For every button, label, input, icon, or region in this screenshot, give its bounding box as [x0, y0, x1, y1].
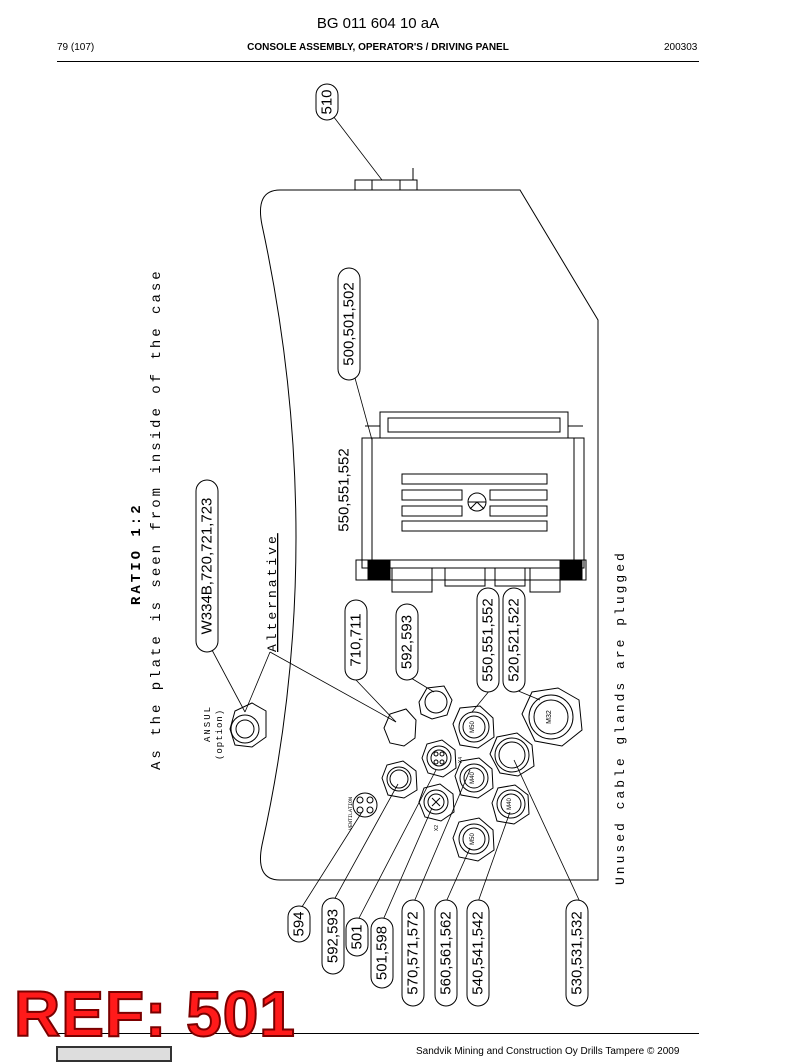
gland-label-m50a: M50: [470, 721, 476, 733]
gland-710: [383, 708, 417, 747]
footer-rule: [57, 1033, 699, 1034]
ansul-label: ANSUL: [203, 705, 213, 742]
unused-note: Unused cable glands are plugged: [613, 550, 628, 885]
alternative-note: Alternative: [265, 533, 280, 652]
callout-710: [344, 599, 368, 681]
gland-plug-large: [489, 732, 535, 777]
callout-w334b: [195, 479, 219, 653]
callouts: 510 500,501,502 550,551,552 W334B,720,72…: [195, 83, 589, 1007]
gland-label-m40a: M40: [470, 772, 476, 784]
callout-540: [466, 899, 490, 1007]
callout-520-text: 520,521,522: [506, 598, 523, 681]
callout-500: [337, 267, 361, 381]
ratio-note: RATIO 1:2: [129, 502, 145, 605]
callout-501-598-text: 501,598: [374, 926, 391, 980]
callout-530: [565, 899, 589, 1007]
gland-label-m40b: M40: [507, 798, 513, 810]
gland-m40-mid: M40: [454, 757, 494, 799]
page-number: 79 (107): [57, 42, 95, 53]
callout-510-text: 510: [319, 89, 336, 114]
label-550-a: 550,551,552: [336, 448, 353, 531]
gland-ansul: [229, 702, 267, 748]
view-note: As the plate is seen from inside of the …: [149, 268, 165, 770]
callout-530-text: 530,531,532: [569, 911, 586, 994]
reference-stamp: REF: 501: [13, 978, 296, 1050]
gland-label-x4: X4: [458, 757, 464, 763]
callout-w334b-text: W334B,720,721,723: [199, 498, 216, 635]
callout-540-text: 540,541,542: [470, 911, 487, 994]
callout-560-text: 560,561,562: [438, 911, 455, 994]
callout-501-598: [370, 917, 394, 989]
callout-501: [345, 917, 369, 957]
header-rule: [57, 61, 699, 62]
ventilation-filter: [352, 792, 378, 818]
option-label: (option): [215, 709, 225, 760]
gland-m50-lower: M50: [452, 817, 495, 862]
callout-560: [434, 899, 458, 1007]
gland-label-m32: M32: [546, 710, 553, 724]
callout-592-top: [395, 603, 419, 681]
callout-510: [315, 83, 339, 121]
gland-x2: X2: [418, 783, 455, 831]
callout-592-bottom-text: 592,593: [325, 909, 342, 963]
gland-x4: X4: [421, 739, 464, 778]
gland-m40-lower: M40: [491, 784, 530, 825]
callout-500-text: 500,501,502: [341, 282, 358, 365]
callout-520: [502, 587, 526, 693]
section-title: CONSOLE ASSEMBLY, OPERATOR'S / DRIVING P…: [247, 42, 509, 53]
callout-570-text: 570,571,572: [405, 911, 422, 994]
gland-label-m50b: M50: [470, 833, 476, 845]
callout-570: [401, 899, 425, 1007]
gland-m50-top: M50: [452, 705, 495, 749]
ventilation-label: VENTILATION: [348, 797, 354, 830]
top-connector: [354, 179, 418, 191]
gland-plug-small: [381, 760, 418, 799]
leader-lines: [211, 111, 581, 921]
footer-copyright: Sandvik Mining and Construction Oy Drill…: [416, 1046, 680, 1057]
document-id: BG 011 604 10 aA: [316, 15, 440, 32]
callout-592-bottom: [321, 897, 345, 975]
callout-594-text: 594: [291, 911, 308, 936]
display-unit: [355, 411, 587, 593]
gland-label-x2: X2: [434, 825, 440, 831]
callout-550-b-text: 550,551,552: [480, 598, 497, 681]
gland-m32: M32: [521, 687, 583, 747]
callout-710-text: 710,711: [348, 613, 365, 666]
callout-550-b: [476, 587, 500, 693]
callout-594: [287, 905, 311, 943]
date-code: 200303: [664, 42, 698, 53]
callout-592-top-text: 592,593: [399, 615, 416, 669]
callout-501-text: 501: [349, 924, 366, 949]
gland-592-top: [418, 685, 453, 720]
plate-outline: [260, 189, 599, 881]
